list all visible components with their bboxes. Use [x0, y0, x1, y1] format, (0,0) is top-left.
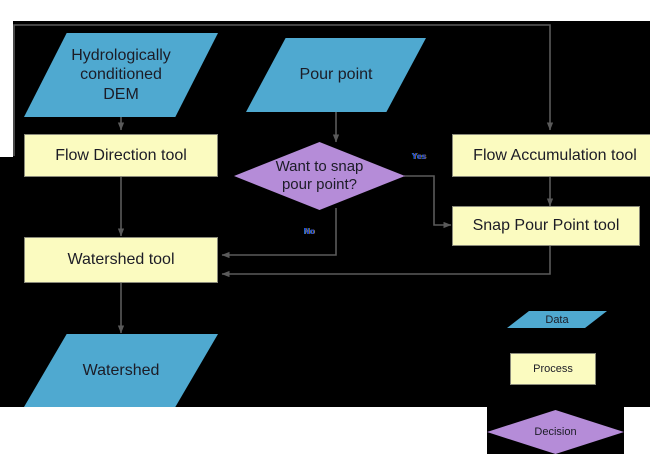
node-label: Hydrologically conditioned DEM	[71, 46, 171, 103]
legend-label: Process	[533, 363, 573, 375]
legend-item-process: Process	[510, 353, 596, 385]
branch-label-no: No	[304, 227, 316, 236]
node-label: Watershed	[82, 361, 160, 379]
node-watershed-tool[interactable]: Watershed tool	[24, 237, 218, 283]
node-label: Flow Direction tool	[55, 146, 187, 164]
legend-item-data: Data	[507, 311, 607, 328]
branch-label-yes: Yes	[412, 152, 427, 161]
node-snap-pour-point-tool[interactable]: Snap Pour Point tool	[452, 206, 640, 246]
node-flow-direction-tool[interactable]: Flow Direction tool	[24, 134, 218, 177]
node-label: Watershed tool	[67, 251, 175, 269]
node-flow-accumulation-tool[interactable]: Flow Accumulation tool	[452, 134, 650, 177]
node-label: Flow Accumulation tool	[473, 146, 637, 164]
node-label: Pour point	[299, 66, 373, 84]
node-label: Snap Pour Point tool	[472, 217, 620, 235]
node-label: Want to snap pour point?	[275, 157, 364, 193]
legend-label: Data	[545, 313, 569, 326]
legend-label: Decision	[534, 426, 577, 438]
